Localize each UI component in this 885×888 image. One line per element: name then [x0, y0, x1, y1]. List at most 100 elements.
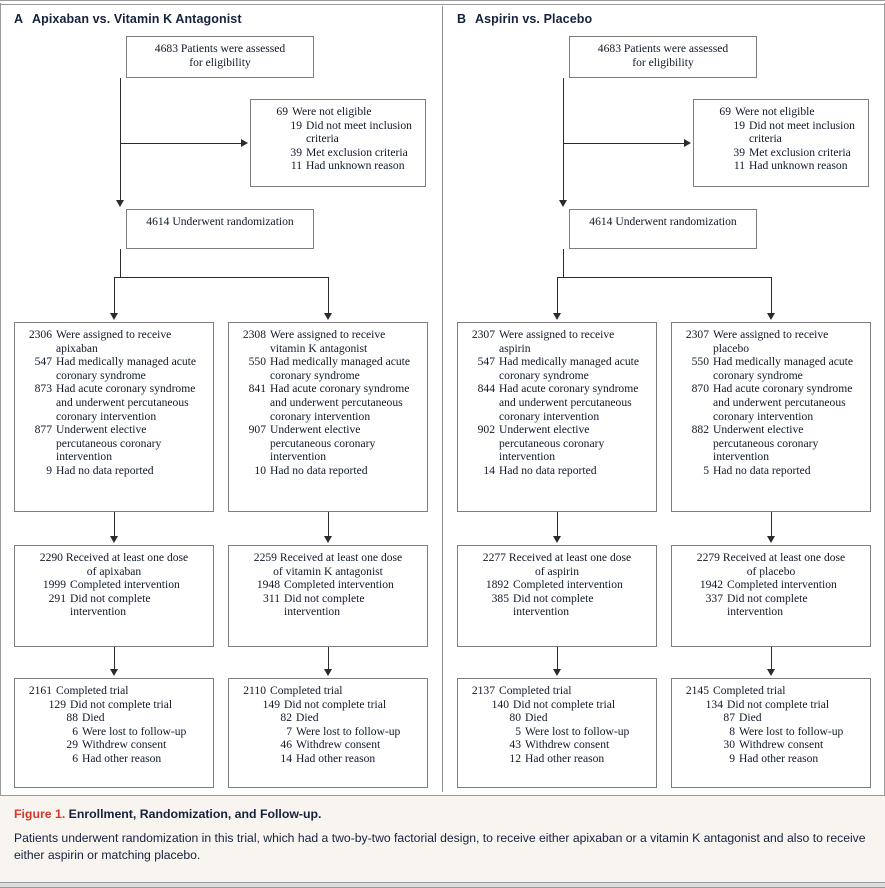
panel-divider	[442, 6, 443, 792]
panel-letter-b: B	[457, 12, 467, 26]
split-right-drop-b	[771, 277, 772, 314]
stat-number: 43	[509, 738, 521, 752]
assessed-line-2: for eligibility	[632, 55, 694, 69]
stat-number: 134	[705, 697, 723, 711]
stat-number: 9	[729, 751, 735, 765]
assigned-drug-line: vitamin K antagonist	[270, 341, 368, 355]
assessed-line-1: 4683 Patients were assessed	[154, 42, 286, 55]
stat-number: 14	[483, 463, 495, 477]
dose-head: 2259 Received at least one dose	[253, 551, 403, 564]
stat-number: 80	[509, 711, 521, 725]
stat-number: 2161	[28, 684, 52, 697]
stat-number: 1892	[485, 578, 509, 592]
arrow-trial-b-arm1	[553, 669, 561, 676]
arrow-dose-a-arm2	[324, 536, 332, 543]
arrow-assign-right-b	[767, 313, 775, 320]
branch-not-eligible-b	[563, 143, 685, 144]
connector-dose-trial-b-arm2	[771, 647, 772, 670]
figure-caption: Figure 1. Enrollment, Randomization, and…	[0, 795, 885, 888]
split-bar-a	[114, 277, 328, 278]
stat-number: 291	[48, 591, 66, 605]
stat-number: 11	[290, 159, 302, 173]
connector-assigned-dose-a-arm1	[114, 512, 115, 537]
trunk-assessed-to-random-b	[563, 78, 564, 201]
assessed-line-2: for eligibility	[189, 55, 251, 69]
connector-dose-trial-b-arm1	[557, 647, 558, 670]
panel-heading-b: B Aspirin vs. Placebo	[457, 12, 592, 26]
connector-dose-trial-a-arm2	[328, 647, 329, 670]
stat-number: 129	[48, 697, 66, 711]
arrow-dose-a-arm1	[110, 536, 118, 543]
stat-number: 29	[66, 738, 78, 752]
dose-head: 2290 Received at least one dose	[39, 551, 189, 564]
arrow-assign-left-b	[553, 313, 561, 320]
split-right-drop-a	[328, 277, 329, 314]
stat-number: 69	[276, 105, 288, 118]
stat-number: 46	[280, 738, 292, 752]
arrow-to-random-a	[116, 200, 124, 207]
stat-number: 311	[263, 591, 280, 605]
stat-number: 844	[477, 382, 495, 396]
stat-number: 882	[691, 423, 709, 437]
stat-number: 877	[34, 423, 52, 437]
stat-number: 88	[66, 711, 78, 725]
stat-number: 550	[691, 355, 709, 369]
figure-left-border	[0, 3, 1, 795]
panel-title-a: Apixaban vs. Vitamin K Antagonist	[32, 12, 242, 26]
dose-drug-line: of aspirin	[534, 564, 580, 578]
stat-number: 8	[729, 724, 735, 738]
stat-number: 140	[491, 697, 509, 711]
stat-number: 550	[248, 355, 266, 369]
stat-number: 14	[280, 751, 292, 765]
stat-number: 873	[34, 382, 52, 396]
randomized-line: 4614 Underwent randomization	[146, 215, 294, 228]
stat-number: 9	[46, 463, 52, 477]
stat-number: 2137	[471, 684, 495, 697]
assigned-drug-line: aspirin	[499, 341, 531, 355]
caption-body: Patients underwent randomization in this…	[14, 831, 866, 862]
stat-number: 39	[290, 145, 302, 159]
connector-dose-trial-a-arm1	[114, 647, 115, 670]
assigned-drug-line: apixaban	[56, 341, 98, 355]
panel-title-b: Aspirin vs. Placebo	[475, 12, 593, 26]
